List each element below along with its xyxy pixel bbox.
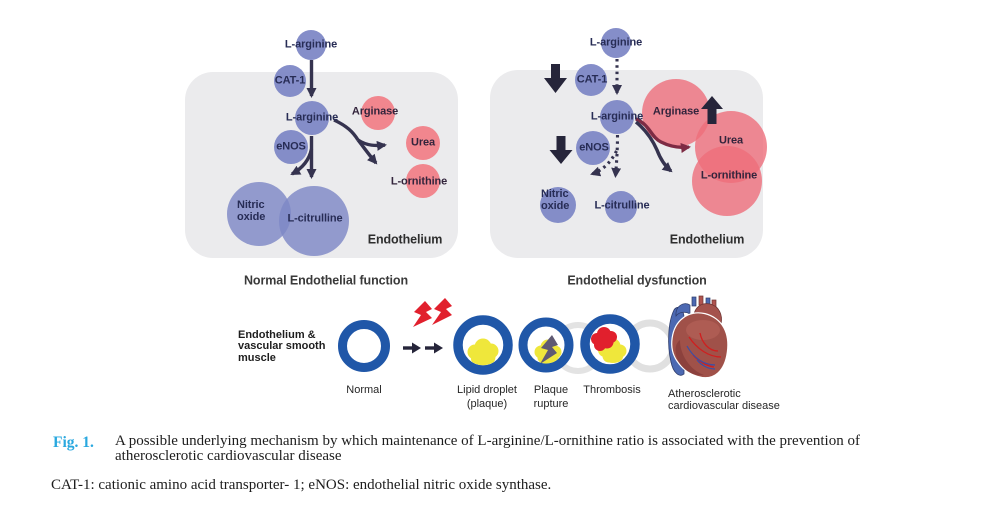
- arginine-inner-circle: [295, 101, 329, 135]
- panel-normal: [185, 30, 458, 258]
- label-nitric-oxide: Nitric oxide: [237, 199, 266, 223]
- change-indicator-arrows: [544, 64, 723, 164]
- arrow-head-icon: [434, 342, 443, 354]
- citrulline-circle-small: [605, 191, 637, 223]
- stage-label-normal: Normal: [346, 384, 382, 396]
- reduced-flux-dotted-arrows: [590, 59, 622, 178]
- label-endothelium-normal: Endothelium: [367, 232, 443, 247]
- label-urea: Urea: [410, 136, 436, 149]
- enos-circle: [274, 130, 308, 164]
- nitric-oxide-circle: [227, 182, 291, 246]
- ornithine-circle-large: [692, 146, 762, 216]
- heart-icon: [668, 295, 729, 379]
- label-ornithine: L-ornithine: [390, 175, 448, 188]
- arginase-increase-arrow-icon: [701, 96, 723, 124]
- caption-normal-panel: Normal Endothelial function: [244, 273, 408, 288]
- ornithine-circle: [406, 164, 440, 198]
- cat1-circle: [274, 65, 306, 97]
- lightning-icon: [432, 298, 452, 325]
- arginine-top-circle: [601, 28, 631, 58]
- stage-label-plaque-rupture: Plaque rupture: [533, 384, 569, 410]
- arrow-head-icon: [412, 342, 421, 354]
- stage-label-outcome: Atherosclerotic cardiovascular disease: [668, 388, 780, 413]
- arginase-circle-large: [642, 79, 710, 147]
- rupture-plaque-blob: [534, 335, 562, 364]
- stage-label-thrombosis: Thrombosis: [583, 384, 641, 396]
- lipid-plaque-blob: [467, 338, 499, 366]
- nitric-oxide-arrow: [290, 148, 314, 176]
- vessel-progression: [338, 295, 729, 379]
- label-arginase: Arginase: [652, 105, 700, 118]
- label-arginine-intracellular: L-arginine: [285, 111, 339, 124]
- arginine-inner-circle: [600, 100, 634, 134]
- arginase-circle: [361, 96, 395, 130]
- cat1-circle: [575, 64, 607, 96]
- label-endothelium-dysfunction: Endothelium: [669, 232, 745, 247]
- label-enos: eNOS: [276, 140, 306, 153]
- label-vessel-axis: Endothelium & vascular smooth muscle: [238, 329, 326, 364]
- thrombus-blobs: [591, 327, 627, 363]
- label-citrulline: L-citrulline: [594, 199, 650, 212]
- stage-label-lipid-droplet: Lipid droplet (plaque): [457, 384, 517, 410]
- label-cat1: CAT-1: [274, 74, 306, 87]
- label-urea: Urea: [718, 134, 744, 147]
- mechanism-diagram: [185, 28, 767, 379]
- vessel-normal-ring: [338, 320, 390, 372]
- urea-circle: [406, 126, 440, 160]
- enos-circle: [576, 131, 610, 165]
- label-arginine-intracellular: L-arginine: [590, 110, 644, 123]
- ornithine-arrow: [634, 120, 673, 173]
- nitric-oxide-dotted-arrow: [590, 150, 618, 177]
- arginase-branch-stem: [333, 118, 360, 141]
- cat1-decrease-arrow-icon: [544, 64, 567, 93]
- arginine-top-circle: [296, 30, 326, 60]
- label-arginine-extracellular: L-arginine: [589, 36, 643, 49]
- figure-tag: Fig. 1.: [53, 434, 94, 451]
- lightning-icon: [413, 301, 432, 327]
- injury-lightning-icons: [413, 298, 452, 327]
- label-arginase: Arginase: [351, 105, 399, 118]
- enos-decrease-arrow-icon: [549, 136, 573, 164]
- urea-arrow: [635, 117, 691, 153]
- nitric-oxide-circle-small: [540, 187, 576, 223]
- progression-arrows: [403, 342, 443, 354]
- label-ornithine: L-ornithine: [700, 169, 758, 182]
- label-nitric-oxide: Nitric oxide: [541, 188, 570, 212]
- label-arginine-extracellular: L-arginine: [284, 38, 338, 51]
- rupture-lightning-icon: [540, 335, 558, 364]
- pathway-arrows-normal: [290, 60, 387, 179]
- citrulline-circle: [279, 186, 349, 256]
- label-cat1: CAT-1: [576, 73, 608, 86]
- figure-footnote: CAT-1: cationic amino acid transporter- …: [51, 477, 552, 493]
- label-enos: eNOS: [579, 141, 609, 154]
- ornithine-arrow: [356, 138, 378, 165]
- figure-caption: A possible underlying mechanism by which…: [115, 433, 860, 465]
- panel-dysfunction: [490, 28, 767, 258]
- caption-dysfunction-panel: Endothelial dysfunction: [567, 273, 707, 288]
- label-citrulline: L-citrulline: [287, 212, 343, 225]
